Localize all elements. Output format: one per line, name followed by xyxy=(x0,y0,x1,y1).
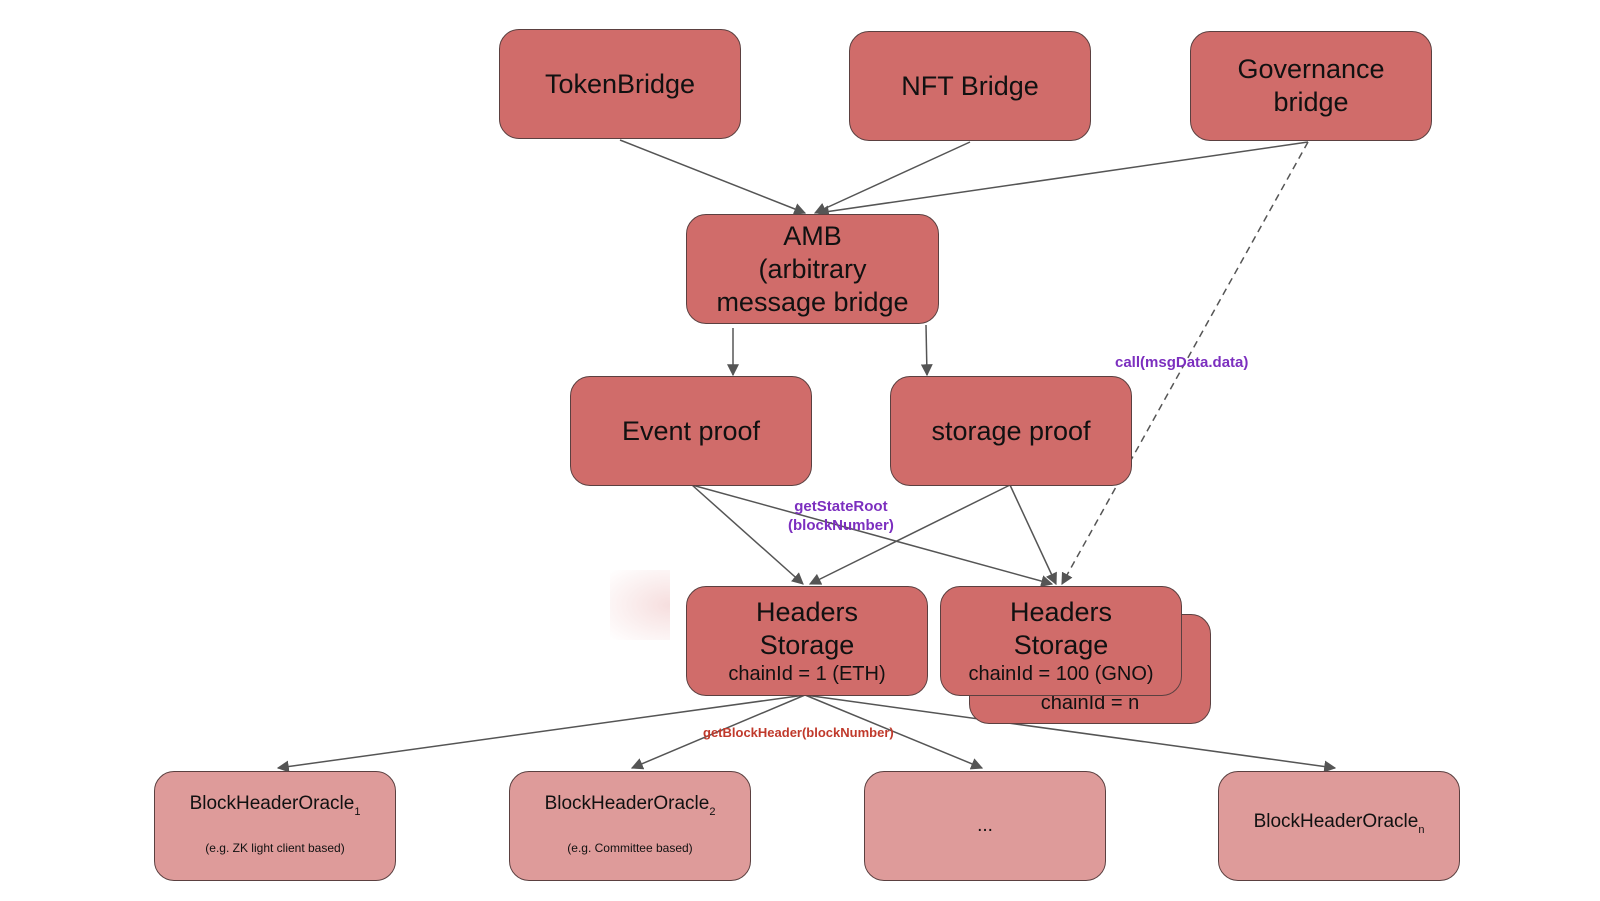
edge-governance-headers-gno xyxy=(1061,141,1309,586)
node-token-bridge[interactable]: TokenBridge xyxy=(499,29,741,139)
node-headers-storage-n-chain: chainId = n xyxy=(1040,692,1140,714)
node-oracle-n-name: BlockHeaderOraclen xyxy=(1253,811,1425,836)
node-headers-storage-eth-line2: Storage xyxy=(759,630,855,660)
node-amb-line3: message bridge xyxy=(716,286,909,317)
node-amb[interactable]: AMB (arbitrary message bridge xyxy=(686,214,939,324)
node-headers-storage-gno-chain: chainId = 100 (GNO) xyxy=(968,663,1154,685)
node-oracle-2[interactable]: BlockHeaderOracle2 (e.g. Committee based… xyxy=(509,771,751,881)
node-oracle-1-note: (e.g. ZK light client based) xyxy=(205,841,345,855)
node-event-proof-label: Event proof xyxy=(621,415,761,446)
edge-governance-amb xyxy=(816,141,1309,218)
node-nft-bridge[interactable]: NFT Bridge xyxy=(849,31,1091,141)
node-oracle-ellipsis[interactable]: ... xyxy=(864,771,1106,881)
node-headers-storage-gno[interactable]: Headers Storage chainId = 100 (GNO) xyxy=(940,586,1182,696)
edge-headers-oracle-ellipsis xyxy=(804,694,984,770)
background-smudge xyxy=(610,570,670,640)
edge-label-get-state-root-line1: getStateRoot xyxy=(794,498,888,515)
edge-label-get-block-header: getBlockHeader(blockNumber) xyxy=(703,725,894,740)
node-event-proof[interactable]: Event proof xyxy=(570,376,812,486)
node-headers-storage-gno-line2: Storage xyxy=(1013,630,1109,660)
edge-label-get-state-root: getStateRoot (blockNumber) xyxy=(788,497,894,535)
node-nft-bridge-label: NFT Bridge xyxy=(901,70,1039,101)
node-headers-storage-eth[interactable]: Headers Storage chainId = 1 (ETH) xyxy=(686,586,928,696)
edge-nftbridge-amb xyxy=(813,141,971,214)
node-governance-bridge[interactable]: Governance bridge xyxy=(1190,31,1432,141)
node-oracle-n[interactable]: BlockHeaderOraclen xyxy=(1218,771,1460,881)
node-oracle-n-subscript: n xyxy=(1418,824,1425,836)
node-oracle-2-note: (e.g. Committee based) xyxy=(567,841,693,855)
edge-storageproof-headers-gno xyxy=(1009,484,1057,586)
node-headers-storage-eth-line1: Headers xyxy=(755,597,859,627)
node-governance-bridge-line2: bridge xyxy=(1273,87,1349,117)
node-oracle-ellipsis-label: ... xyxy=(977,815,993,836)
node-oracle-1-name: BlockHeaderOracle1 xyxy=(189,793,361,818)
edge-eventproof-headers-gno xyxy=(691,484,1054,587)
node-oracle-1[interactable]: BlockHeaderOracle1 (e.g. ZK light client… xyxy=(154,771,396,881)
edge-headers-oracle1 xyxy=(276,694,806,773)
edge-label-get-state-root-line2: (blockNumber) xyxy=(788,517,894,534)
node-storage-proof[interactable]: storage proof xyxy=(890,376,1132,486)
node-oracle-1-subscript: 1 xyxy=(354,806,361,818)
node-amb-line1: AMB xyxy=(783,220,842,251)
node-governance-bridge-line1: Governance xyxy=(1237,54,1385,84)
edge-label-call: call(msgData.data) xyxy=(1115,354,1249,371)
node-storage-proof-label: storage proof xyxy=(931,415,1091,446)
node-headers-storage-eth-chain: chainId = 1 (ETH) xyxy=(728,663,886,685)
node-headers-storage-gno-line1: Headers xyxy=(1009,597,1113,627)
node-oracle-2-subscript: 2 xyxy=(709,806,716,818)
node-oracle-2-name: BlockHeaderOracle2 xyxy=(544,793,716,818)
node-amb-line2: (arbitrary xyxy=(758,253,867,284)
edge-eventproof-headers-eth xyxy=(691,484,804,585)
edge-tokenbridge-amb xyxy=(619,139,807,215)
edge-headers-oracle2 xyxy=(630,694,806,770)
edge-headers-oraclen xyxy=(804,694,1337,773)
edge-storageproof-headers-eth xyxy=(808,484,1011,585)
node-token-bridge-label: TokenBridge xyxy=(544,68,696,99)
edge-amb-storageproof xyxy=(920,324,933,377)
